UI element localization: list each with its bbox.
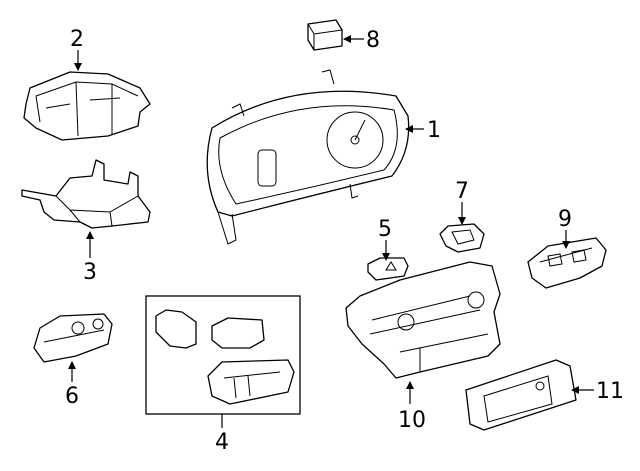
part-7-switch (439, 223, 485, 253)
callout-4: 4 (215, 430, 229, 455)
callout-1: 1 (427, 118, 441, 143)
leader-lines (68, 35, 594, 428)
part-5-hazard-switch (367, 257, 409, 281)
callout-labels: 1 2 3 4 5 6 7 8 9 10 11 (65, 27, 624, 455)
part-10-climate-control (345, 261, 501, 379)
callout-5: 5 (378, 217, 392, 242)
part-6-switch (33, 313, 113, 363)
callout-8: 8 (366, 28, 380, 53)
callout-11: 11 (596, 379, 624, 404)
part-2-module (23, 71, 151, 141)
callout-2: 2 (70, 27, 84, 52)
callout-7: 7 (455, 179, 469, 204)
part-9-switch-assembly (527, 237, 607, 289)
part-8-switch (307, 19, 343, 51)
callout-6: 6 (65, 384, 79, 409)
callout-10: 10 (398, 408, 426, 433)
part-1-instrument-cluster (206, 69, 410, 245)
callout-9: 9 (558, 207, 572, 232)
part-4-switch-kit (145, 295, 301, 415)
callout-3: 3 (83, 260, 97, 285)
part-11-display-module (465, 359, 577, 431)
part-3-bracket (21, 159, 151, 229)
